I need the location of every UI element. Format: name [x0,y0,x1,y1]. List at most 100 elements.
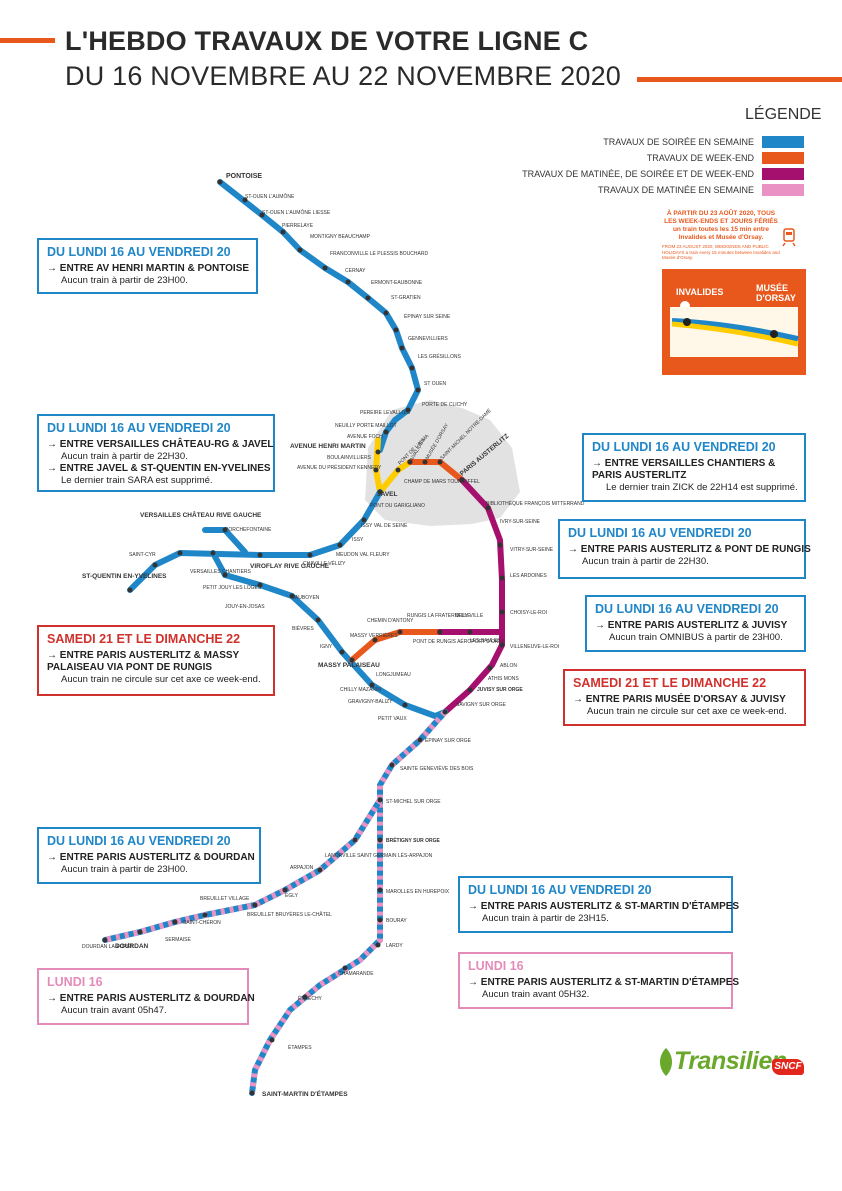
station-dot[interactable] [352,837,358,843]
legend-title: LÉGENDE [745,106,822,123]
station-dot[interactable] [377,797,383,803]
station-dot[interactable] [210,550,216,556]
station-label: PIERRELAYE [282,223,314,229]
train-icon [782,228,796,247]
station-label: BIÈVRES [292,625,314,632]
box-title: DU LUNDI 16 AU VENDREDI 20 [47,245,231,259]
station-dot[interactable] [289,593,295,599]
station-dot[interactable] [409,365,415,371]
station-dot[interactable] [405,407,411,413]
station-dot[interactable] [499,575,505,581]
station-dot[interactable] [377,837,383,843]
station-dot[interactable] [467,687,473,693]
box-line: → ENTRE PARIS AUSTERLITZ & ST-MARTIN D'É… [468,901,740,912]
station-dot[interactable] [377,887,383,893]
station-dot[interactable] [407,459,413,465]
station-dot[interactable] [397,629,403,635]
station-dot[interactable] [375,942,381,948]
station-dot[interactable] [345,279,351,285]
station-dot[interactable] [361,517,367,523]
station-dot[interactable] [497,542,503,548]
station-dot[interactable] [467,629,473,635]
station-dot[interactable] [393,327,399,333]
line-segment-west [127,489,383,593]
station-dot[interactable] [499,609,505,615]
station-dot[interactable] [152,562,158,568]
station-dot[interactable] [172,919,178,925]
station-dot[interactable] [177,550,183,556]
station-dot[interactable] [383,429,389,435]
box-sub: Aucun train avant 05H32. [482,989,590,1000]
station-dot[interactable] [317,867,323,873]
station-dot[interactable] [127,587,133,593]
station-dot[interactable] [399,345,405,351]
station-dot[interactable] [417,737,423,743]
legend-item-morning: TRAVAUX DE MATINÉE EN SEMAINE [598,183,804,196]
station-dot[interactable] [252,902,258,908]
station-dot[interactable] [280,229,286,235]
station-dot[interactable] [269,1037,275,1043]
station-dot[interactable] [257,582,263,588]
station-dot[interactable] [442,709,448,715]
station-dot[interactable] [259,212,265,218]
station-dot[interactable] [365,295,371,301]
station-dot[interactable] [307,552,313,558]
station-dot[interactable] [377,489,383,495]
station-dot[interactable] [302,994,308,1000]
station-dot[interactable] [322,265,328,271]
station-dot[interactable] [402,702,408,708]
station-dot[interactable] [373,467,379,473]
box-sub: Aucun train à partir de 22H30. [582,556,709,567]
station-dot[interactable] [377,917,383,923]
station-dot[interactable] [485,505,491,511]
station-dot[interactable] [395,467,401,473]
station-label: SAINTE GENEVIÈVE DES BOIS [400,765,474,772]
box-line: → ENTRE PARIS AUSTERLITZ & ST-MARTIN D'É… [468,977,740,988]
station-dot[interactable] [337,542,343,548]
station-dot[interactable] [249,1090,255,1096]
box-line: → ENTRE AV HENRI MARTIN & PONTOISE [47,263,250,274]
station-dot[interactable] [202,912,208,918]
station-dot[interactable] [389,762,395,768]
station-dot[interactable] [437,459,443,465]
station-dot[interactable] [499,642,505,648]
line-segment-pontoise [217,179,421,453]
orsay-mini-map [670,307,799,357]
station-dot[interactable] [372,637,378,643]
station-label: PONTOISE [226,173,262,180]
station-dot[interactable] [342,965,348,971]
station-dot[interactable] [383,310,389,316]
station-dot[interactable] [422,459,428,465]
legend-swatch [762,167,804,180]
station-dot[interactable] [437,629,443,635]
works-box-massy-weekend: SAMEDI 21 ET LE DIMANCHE 22 → ENTRE PARI… [37,625,275,696]
station-dot[interactable] [222,572,228,578]
station-dot[interactable] [369,682,375,688]
station-dot[interactable] [102,937,108,943]
legend-swatch [762,183,804,196]
works-box-versailles-chantiers: DU LUNDI 16 AU VENDREDI 20 → ENTRE VERSA… [582,433,806,502]
station-dot[interactable] [217,179,223,185]
station-dot[interactable] [257,552,263,558]
station-dot[interactable] [339,649,345,655]
station-dot[interactable] [137,929,143,935]
station-dot[interactable] [349,657,355,663]
station-label: PONT DU GARIGLIANO [370,503,425,509]
station-dot[interactable] [297,247,303,253]
box-sub: Aucun train à partir de 22H30. [61,451,188,462]
box-title: LUNDI 16 [47,975,103,989]
station-dot[interactable] [242,197,248,203]
station-dot[interactable] [282,887,288,893]
station-dot[interactable] [415,387,421,393]
station-label: BOULAINVILLIERS [327,455,372,461]
station-dot[interactable] [487,665,493,671]
station-label: PORCHEFONTAINE [225,527,272,533]
station-label: SAINT-CYR [129,552,156,558]
station-dot[interactable] [222,527,228,533]
station-dot[interactable] [315,617,321,623]
station-dot[interactable] [375,449,381,455]
legend-swatch [762,151,804,164]
station-dot[interactable] [459,477,465,483]
station-label: BREUILLET BRUYÈRES LE-CHÂTEL [247,911,332,918]
info-small-text: FROM 23 AUGUST 2020, WEEKENDS AND PUBLIC… [662,244,780,260]
